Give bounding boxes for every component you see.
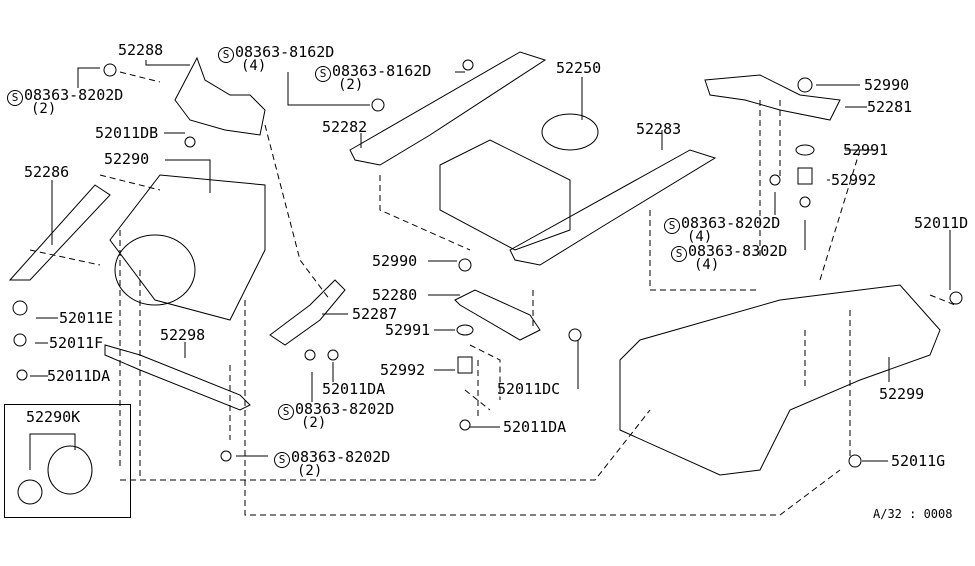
undercover-52299-shape bbox=[619, 284, 941, 476]
part-52990-a-shape bbox=[797, 77, 813, 93]
part-52992-b-shape bbox=[457, 356, 473, 374]
canister-end-shape bbox=[114, 234, 196, 306]
part-52011DC-shape bbox=[568, 328, 582, 342]
label-52290K: 52290K bbox=[26, 408, 81, 426]
qty-08363-8162D-2: (2) bbox=[338, 77, 364, 93]
assembly-dashed-lines bbox=[29, 71, 956, 516]
leader-lines bbox=[29, 60, 951, 470]
part-08363-8162D-2-shape bbox=[462, 59, 474, 71]
label-52298: 52298 bbox=[160, 326, 206, 344]
label-52991-b: 52991 bbox=[385, 321, 431, 339]
label-52250: 52250 bbox=[556, 59, 602, 77]
part-52011D-shape bbox=[949, 291, 963, 305]
part-52011DA-c-shape bbox=[327, 349, 339, 361]
crossmember-52283-shape bbox=[509, 149, 717, 266]
part-52011E-shape bbox=[12, 300, 28, 316]
bracket-52288-shape bbox=[174, 56, 266, 136]
label-52990-a: 52990 bbox=[864, 76, 910, 94]
qty-08363-8202D-4: (4) bbox=[687, 229, 713, 245]
part-52011DB-shape bbox=[184, 136, 196, 148]
label-52992-b: 52992 bbox=[380, 361, 426, 379]
label-52011DA-a: 52011DA bbox=[47, 367, 111, 385]
label-52990-b: 52990 bbox=[372, 252, 418, 270]
part-52011F-shape bbox=[13, 333, 27, 347]
label-52011E: 52011E bbox=[59, 309, 114, 327]
part-08363-8202D-a-shape bbox=[103, 63, 117, 77]
label-52011DA-b: 52011DA bbox=[322, 380, 386, 398]
label-52287: 52287 bbox=[352, 305, 398, 323]
label-52283: 52283 bbox=[636, 120, 682, 138]
qty-08363-8202D-c: (2) bbox=[297, 463, 323, 479]
part-52991-b-shape bbox=[456, 324, 474, 336]
actuator-52250-shape bbox=[439, 139, 571, 251]
label-52299: 52299 bbox=[879, 385, 925, 403]
label-52282: 52282 bbox=[322, 118, 368, 136]
standard-part-icon: S bbox=[218, 47, 234, 63]
filter-cap-shape bbox=[17, 479, 43, 505]
qty-08363-8302D-4: (4) bbox=[694, 257, 720, 273]
label-52992-a: 52992 bbox=[831, 171, 877, 189]
bracket-52281-shape bbox=[704, 74, 841, 121]
label-52011DA-c: 52011DA bbox=[503, 418, 567, 436]
standard-part-icon: S bbox=[664, 218, 680, 234]
part-08363-8202D-c-shape bbox=[220, 450, 232, 462]
part-52990-b-shape bbox=[458, 258, 472, 272]
motor-52250-shape bbox=[541, 113, 599, 151]
part-outlines bbox=[8, 51, 963, 505]
label-52991-a: 52991 bbox=[843, 141, 889, 159]
standard-part-icon: S bbox=[315, 66, 331, 82]
bracket-52286-shape bbox=[8, 184, 111, 281]
bracket-52280-shape bbox=[454, 289, 541, 341]
crossmember-52282-shape bbox=[349, 51, 547, 166]
label-52280: 52280 bbox=[372, 286, 418, 304]
qty-08363-8202D-b: (2) bbox=[301, 415, 327, 431]
label-52011DB: 52011DB bbox=[95, 124, 159, 142]
label-52011G: 52011G bbox=[891, 452, 946, 470]
diagram-reference-code: A/32 : 0008 bbox=[873, 507, 953, 521]
part-08363-8202D-b-shape bbox=[304, 349, 316, 361]
part-52991-a-shape bbox=[795, 144, 815, 156]
bracket-52287-shape bbox=[269, 279, 346, 346]
label-52288: 52288 bbox=[118, 41, 164, 59]
qty-08363-8202D-a: (2) bbox=[31, 101, 57, 117]
part-08363-8162D-4-shape bbox=[371, 98, 385, 112]
standard-part-icon: S bbox=[274, 452, 290, 468]
label-52290: 52290 bbox=[104, 150, 150, 168]
part-52011G-shape bbox=[848, 454, 862, 468]
qty-08363-8162D-4: (4) bbox=[241, 58, 267, 74]
part-52011DA-b-shape bbox=[459, 419, 471, 431]
label-52286: 52286 bbox=[24, 163, 70, 181]
standard-part-icon: S bbox=[7, 90, 23, 106]
standard-part-icon: S bbox=[278, 404, 294, 420]
label-52011F: 52011F bbox=[49, 334, 104, 352]
part-52992-a-shape bbox=[797, 167, 813, 185]
label-52011D: 52011D bbox=[914, 214, 969, 232]
bracket-52298-shape bbox=[104, 344, 251, 411]
part-08363-8202D-4-shape bbox=[769, 174, 781, 186]
part-08363-8302D-4-shape bbox=[799, 196, 811, 208]
filter-element-shape bbox=[47, 445, 93, 495]
label-52011DC: 52011DC bbox=[497, 380, 561, 398]
label-52281: 52281 bbox=[867, 98, 913, 116]
part-52011DA-shape bbox=[16, 369, 28, 381]
canister-52290-shape bbox=[109, 174, 266, 321]
standard-part-icon: S bbox=[671, 246, 687, 262]
kit-inset-box bbox=[4, 404, 131, 518]
